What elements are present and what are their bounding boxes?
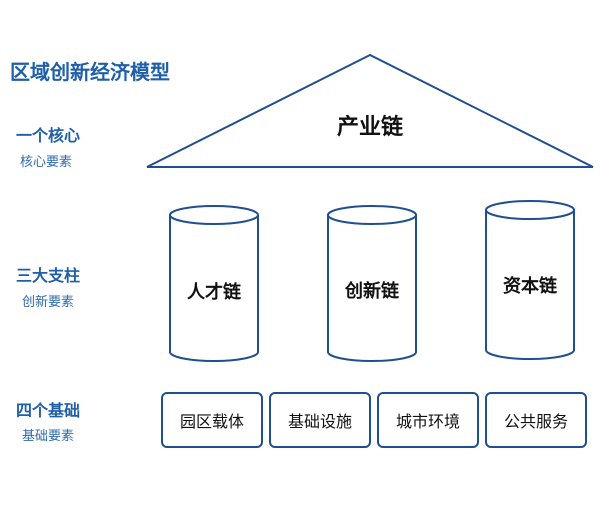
pillars-title: 三大支柱 <box>16 266 81 285</box>
core-title: 一个核心 <box>16 126 81 145</box>
foundation-box-2: 基础设施 <box>269 392 371 448</box>
pillar-cylinder-1: 人才链 <box>169 205 259 362</box>
roof-triangle <box>146 53 594 168</box>
pillar-label-1: 人才链 <box>187 281 242 303</box>
pillars-subtitle: 创新要素 <box>22 295 75 310</box>
foundation-box-1: 园区载体 <box>161 392 263 448</box>
foundation-box-4: 公共服务 <box>485 392 587 448</box>
diagram-title: 区域创新经济模型 <box>10 60 170 84</box>
pillar-cylinder-2: 创新链 <box>327 205 417 362</box>
pillar-cylinder-3: 资本链 <box>485 200 575 360</box>
foundation-box-3: 城市环境 <box>377 392 479 448</box>
core-label: 产业链 <box>337 114 403 140</box>
foundations-subtitle: 基础要素 <box>22 429 75 444</box>
pillar-label-3: 资本链 <box>503 275 558 297</box>
core-subtitle: 核心要素 <box>20 155 73 170</box>
foundations-title: 四个基础 <box>16 401 81 420</box>
pillar-label-2: 创新链 <box>344 280 400 302</box>
